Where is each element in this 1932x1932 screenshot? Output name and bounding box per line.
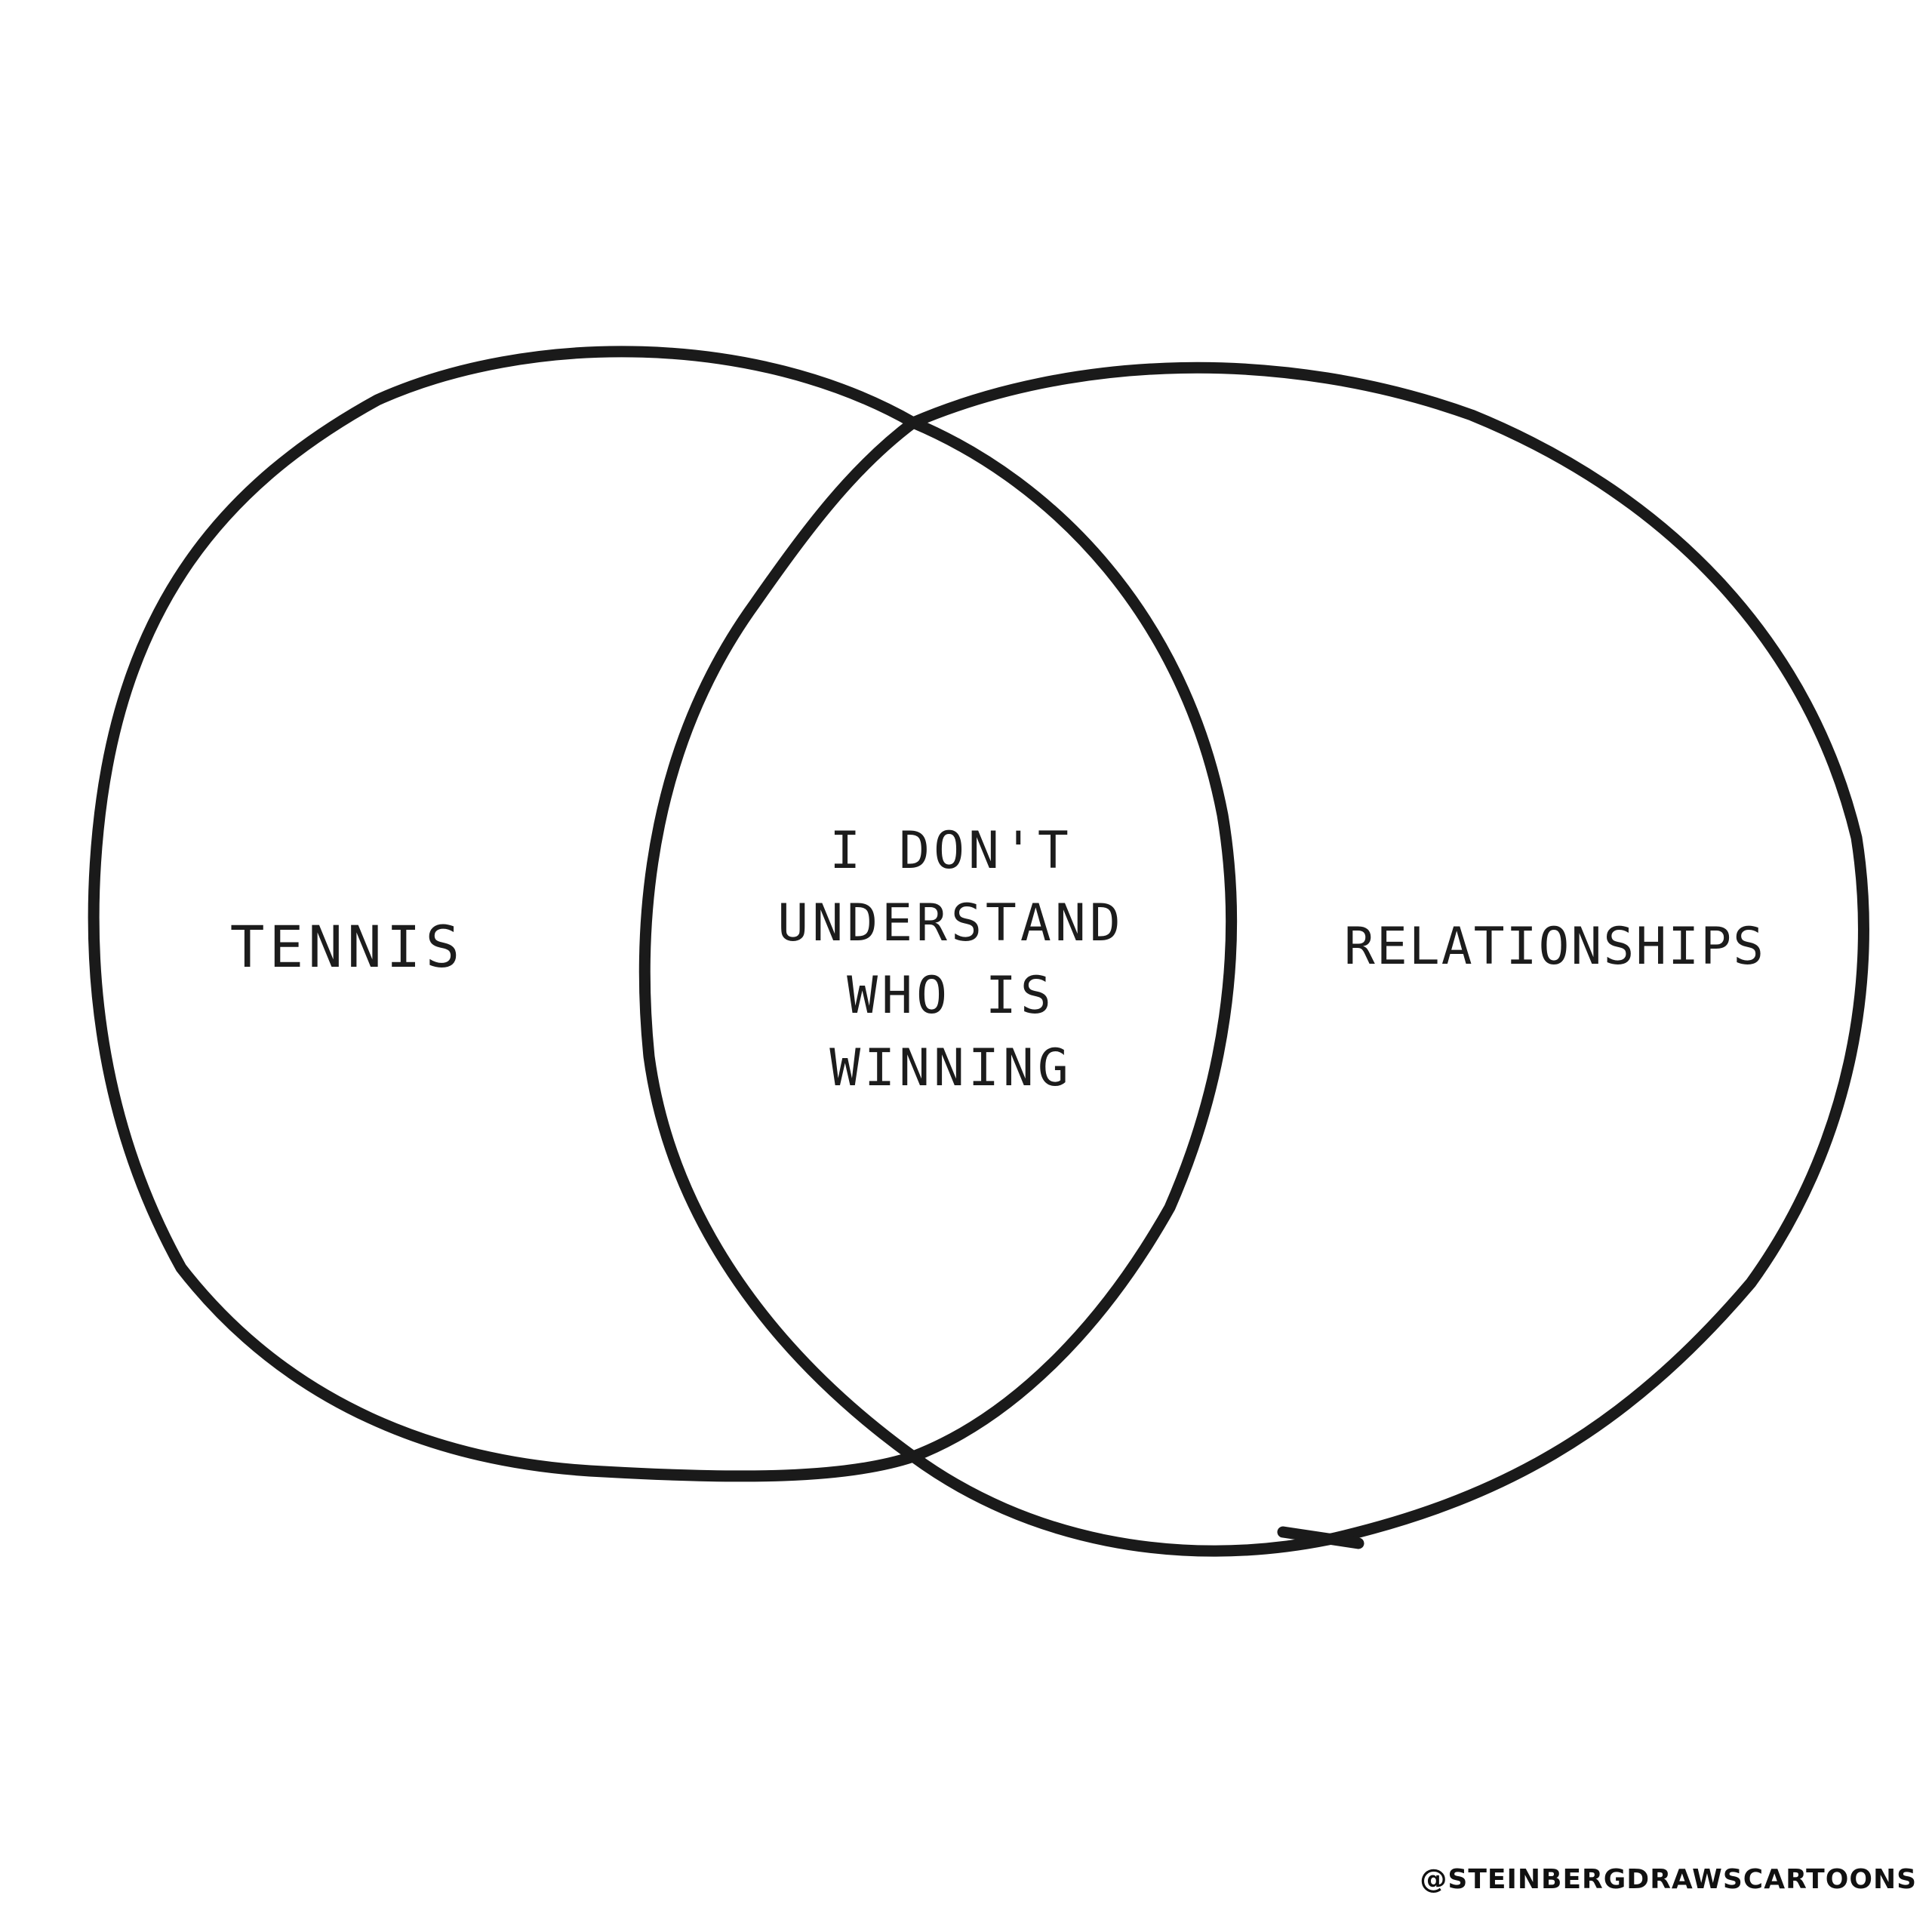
intersection-line-2: UNDERSTAND bbox=[777, 894, 1124, 953]
intersection-line-3: WHO IS bbox=[847, 966, 1055, 1026]
left-circle bbox=[88, 346, 1238, 1482]
right-circle bbox=[638, 361, 1869, 1557]
intersection-line-1: I DON'T bbox=[829, 821, 1072, 881]
set-label-relationships: RELATIONSHIPS bbox=[1343, 917, 1766, 977]
artist-credit: @STEINBERGDRAWSCARTOONS bbox=[1420, 1864, 1917, 1895]
right-circle-end-tick bbox=[1277, 1526, 1364, 1549]
set-label-tennis: TENNIS bbox=[229, 913, 465, 980]
intersection-line-4: WINNING bbox=[829, 1038, 1072, 1098]
intersection-label: I DON'T UNDERSTAND WHO IS WINNING bbox=[694, 815, 1208, 1105]
